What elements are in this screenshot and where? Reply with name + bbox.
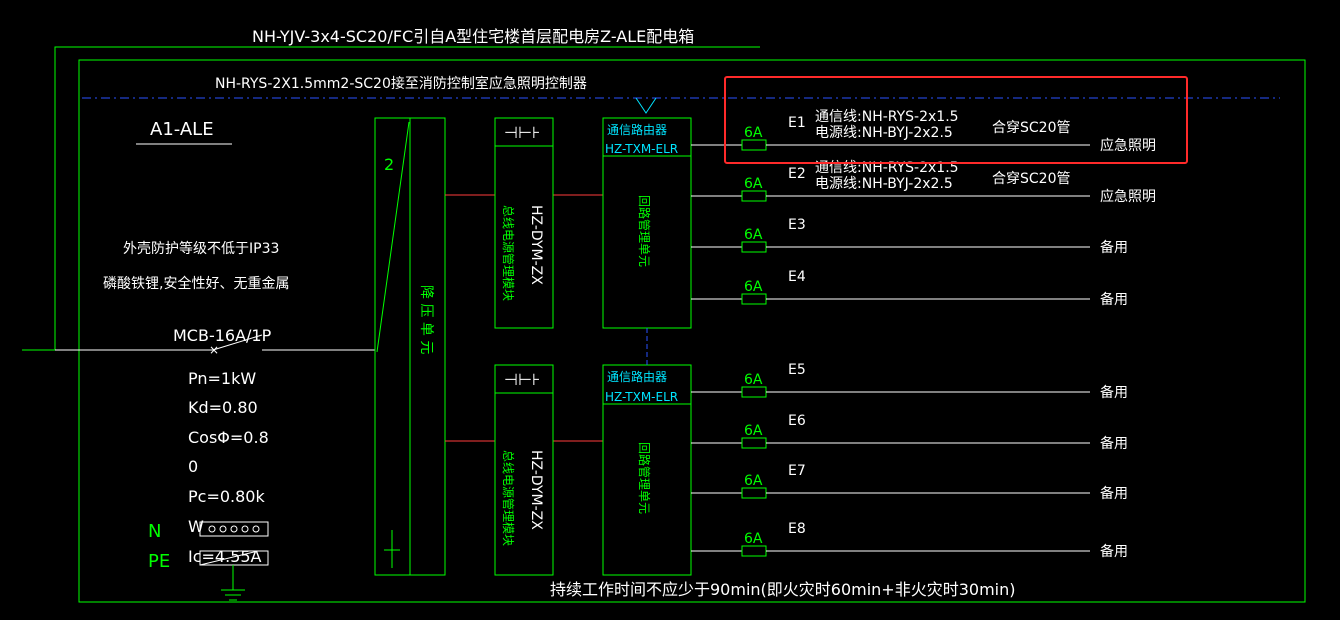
pe-slash [199, 550, 259, 566]
param-cos-cont: 0 [188, 457, 198, 476]
bus-module-2 [494, 364, 554, 576]
param-pc-cont: W [188, 517, 204, 536]
bus-module-1 [494, 117, 554, 329]
main-breaker-label: MCB-16A/1P [173, 326, 272, 345]
n-terminal-3 [230, 525, 238, 533]
circuit-e4-breaker-rating: 6A [744, 279, 763, 295]
bus-module-2-model: HZ-DYM-ZX [528, 450, 544, 530]
main-breaker-contact [212, 334, 263, 351]
param-kd: Kd=0.80 [188, 398, 258, 417]
bus-module-2-label: 总线电源管理模块 [501, 450, 516, 546]
stepdown-diagonal [376, 121, 410, 353]
pe-label: PE [148, 551, 170, 572]
circuit-e1-breaker-rating: 6A [744, 125, 763, 141]
stepdown-number: 2 [384, 155, 394, 174]
circuit-e5-load: 备用 [1100, 384, 1128, 401]
protection-note: 外壳防护等级不低于IP33 [123, 240, 279, 257]
param-cos: CosΦ=0.8 [188, 428, 269, 447]
circuit-e5-breaker [741, 386, 767, 398]
circuit-group: 6AE1应急照明通信线:NH-RYS-2x1.5电源线:NH-BYJ-2x2.5… [691, 109, 1156, 560]
param-pc: Pc=0.80k [188, 487, 265, 506]
circuit-e8-breaker-rating: 6A [744, 531, 763, 547]
circuit-e1-breaker [741, 139, 767, 151]
control-cable-drop [635, 97, 657, 114]
circuit-e3-breaker-rating: 6A [744, 227, 763, 243]
circuit-e3-id: E3 [788, 217, 806, 233]
circuit-e4-breaker [741, 293, 767, 305]
bus-module-1-symbol: ⊣⊢⊦ [504, 123, 540, 142]
circuit-e1-id: E1 [788, 115, 806, 131]
n-terminal-1 [208, 525, 216, 533]
highlight-box [724, 76, 1188, 164]
param-pn: Pn=1kW [188, 369, 256, 388]
circuit-e1-power-cable: 电源线:NH-BYJ-2x2.5 [815, 125, 953, 141]
n-terminal-2 [219, 525, 227, 533]
pe-terminal-bar [199, 550, 269, 566]
circuit-e8-id: E8 [788, 521, 806, 537]
router-2-model: HZ-TXM-ELR [605, 390, 678, 404]
main-breaker-cross: × [209, 343, 219, 357]
n-label: N [148, 521, 161, 542]
feeder-cable-label: NH-YJV-3x4-SC20/FC引自A型住宅楼首层配电房Z-ALE配电箱 [252, 27, 694, 46]
circuit-e1-load: 应急照明 [1100, 137, 1156, 154]
duration-note: 持续工作时间不应少于90min(即火灾时60min+非火灾时30min) [550, 580, 1016, 599]
circuit-e7-id: E7 [788, 463, 806, 479]
circuit-e2-breaker-rating: 6A [744, 176, 763, 192]
circuit-e7-load: 备用 [1100, 485, 1128, 502]
circuit-e5-id: E5 [788, 362, 806, 378]
circuit-e8-load: 备用 [1100, 543, 1128, 560]
circuit-e2-breaker [741, 190, 767, 202]
n-terminal-5 [252, 525, 260, 533]
circuit-e7-breaker-rating: 6A [744, 473, 763, 489]
control-cable-label: NH-RYS-2X1.5mm2-SC20接至消防控制室应急照明控制器 [215, 75, 587, 92]
circuit-e2-id: E2 [788, 166, 806, 182]
loop-unit-1-label: 回路管理单元 [637, 195, 652, 267]
circuit-e6-load: 备用 [1100, 435, 1128, 452]
circuit-e4-load: 备用 [1100, 291, 1128, 308]
n-terminal-bar [199, 521, 269, 537]
circuit-e6-id: E6 [788, 413, 806, 429]
stepdown-label: 降 压 单 元 [418, 285, 434, 354]
circuit-e3-load: 备用 [1100, 239, 1128, 256]
panel-name: A1-ALE [150, 119, 214, 140]
feeder-line [22, 46, 760, 351]
circuit-e1-conduit: 合穿SC20管 [992, 120, 1070, 136]
circuit-e6-breaker-rating: 6A [744, 423, 763, 439]
circuit-e3-breaker [741, 241, 767, 253]
circuit-e2-load: 应急照明 [1100, 188, 1156, 205]
loop-unit-2-label: 回路管理单元 [637, 442, 652, 514]
param-ic: Ic=4.55A [188, 547, 262, 566]
bus-module-1-model: HZ-DYM-ZX [528, 205, 544, 285]
router-1-label: 通信路由器 [607, 122, 667, 137]
circuit-e8-breaker [741, 545, 767, 557]
circuit-e6-breaker [741, 437, 767, 449]
router-2-label: 通信路由器 [607, 369, 667, 384]
circuit-e1-comm-cable: 通信线:NH-RYS-2x1.5 [815, 109, 959, 125]
circuit-e2-power-cable: 电源线:NH-BYJ-2x2.5 [815, 176, 953, 192]
bus-module-2-symbol: ⊣⊢⊦ [504, 370, 540, 389]
circuit-e7-breaker [741, 487, 767, 499]
circuit-e5-breaker-rating: 6A [744, 372, 763, 388]
battery-note: 磷酸铁锂,安全性好、无重金属 [103, 275, 289, 292]
panel-frame [78, 59, 1306, 603]
circuit-e2-conduit: 合穿SC20管 [992, 171, 1070, 187]
bus-module-1-label: 总线电源管理模块 [501, 205, 516, 301]
circuit-e4-id: E4 [788, 269, 806, 285]
router-1-model: HZ-TXM-ELR [605, 142, 678, 156]
n-terminal-4 [241, 525, 249, 533]
